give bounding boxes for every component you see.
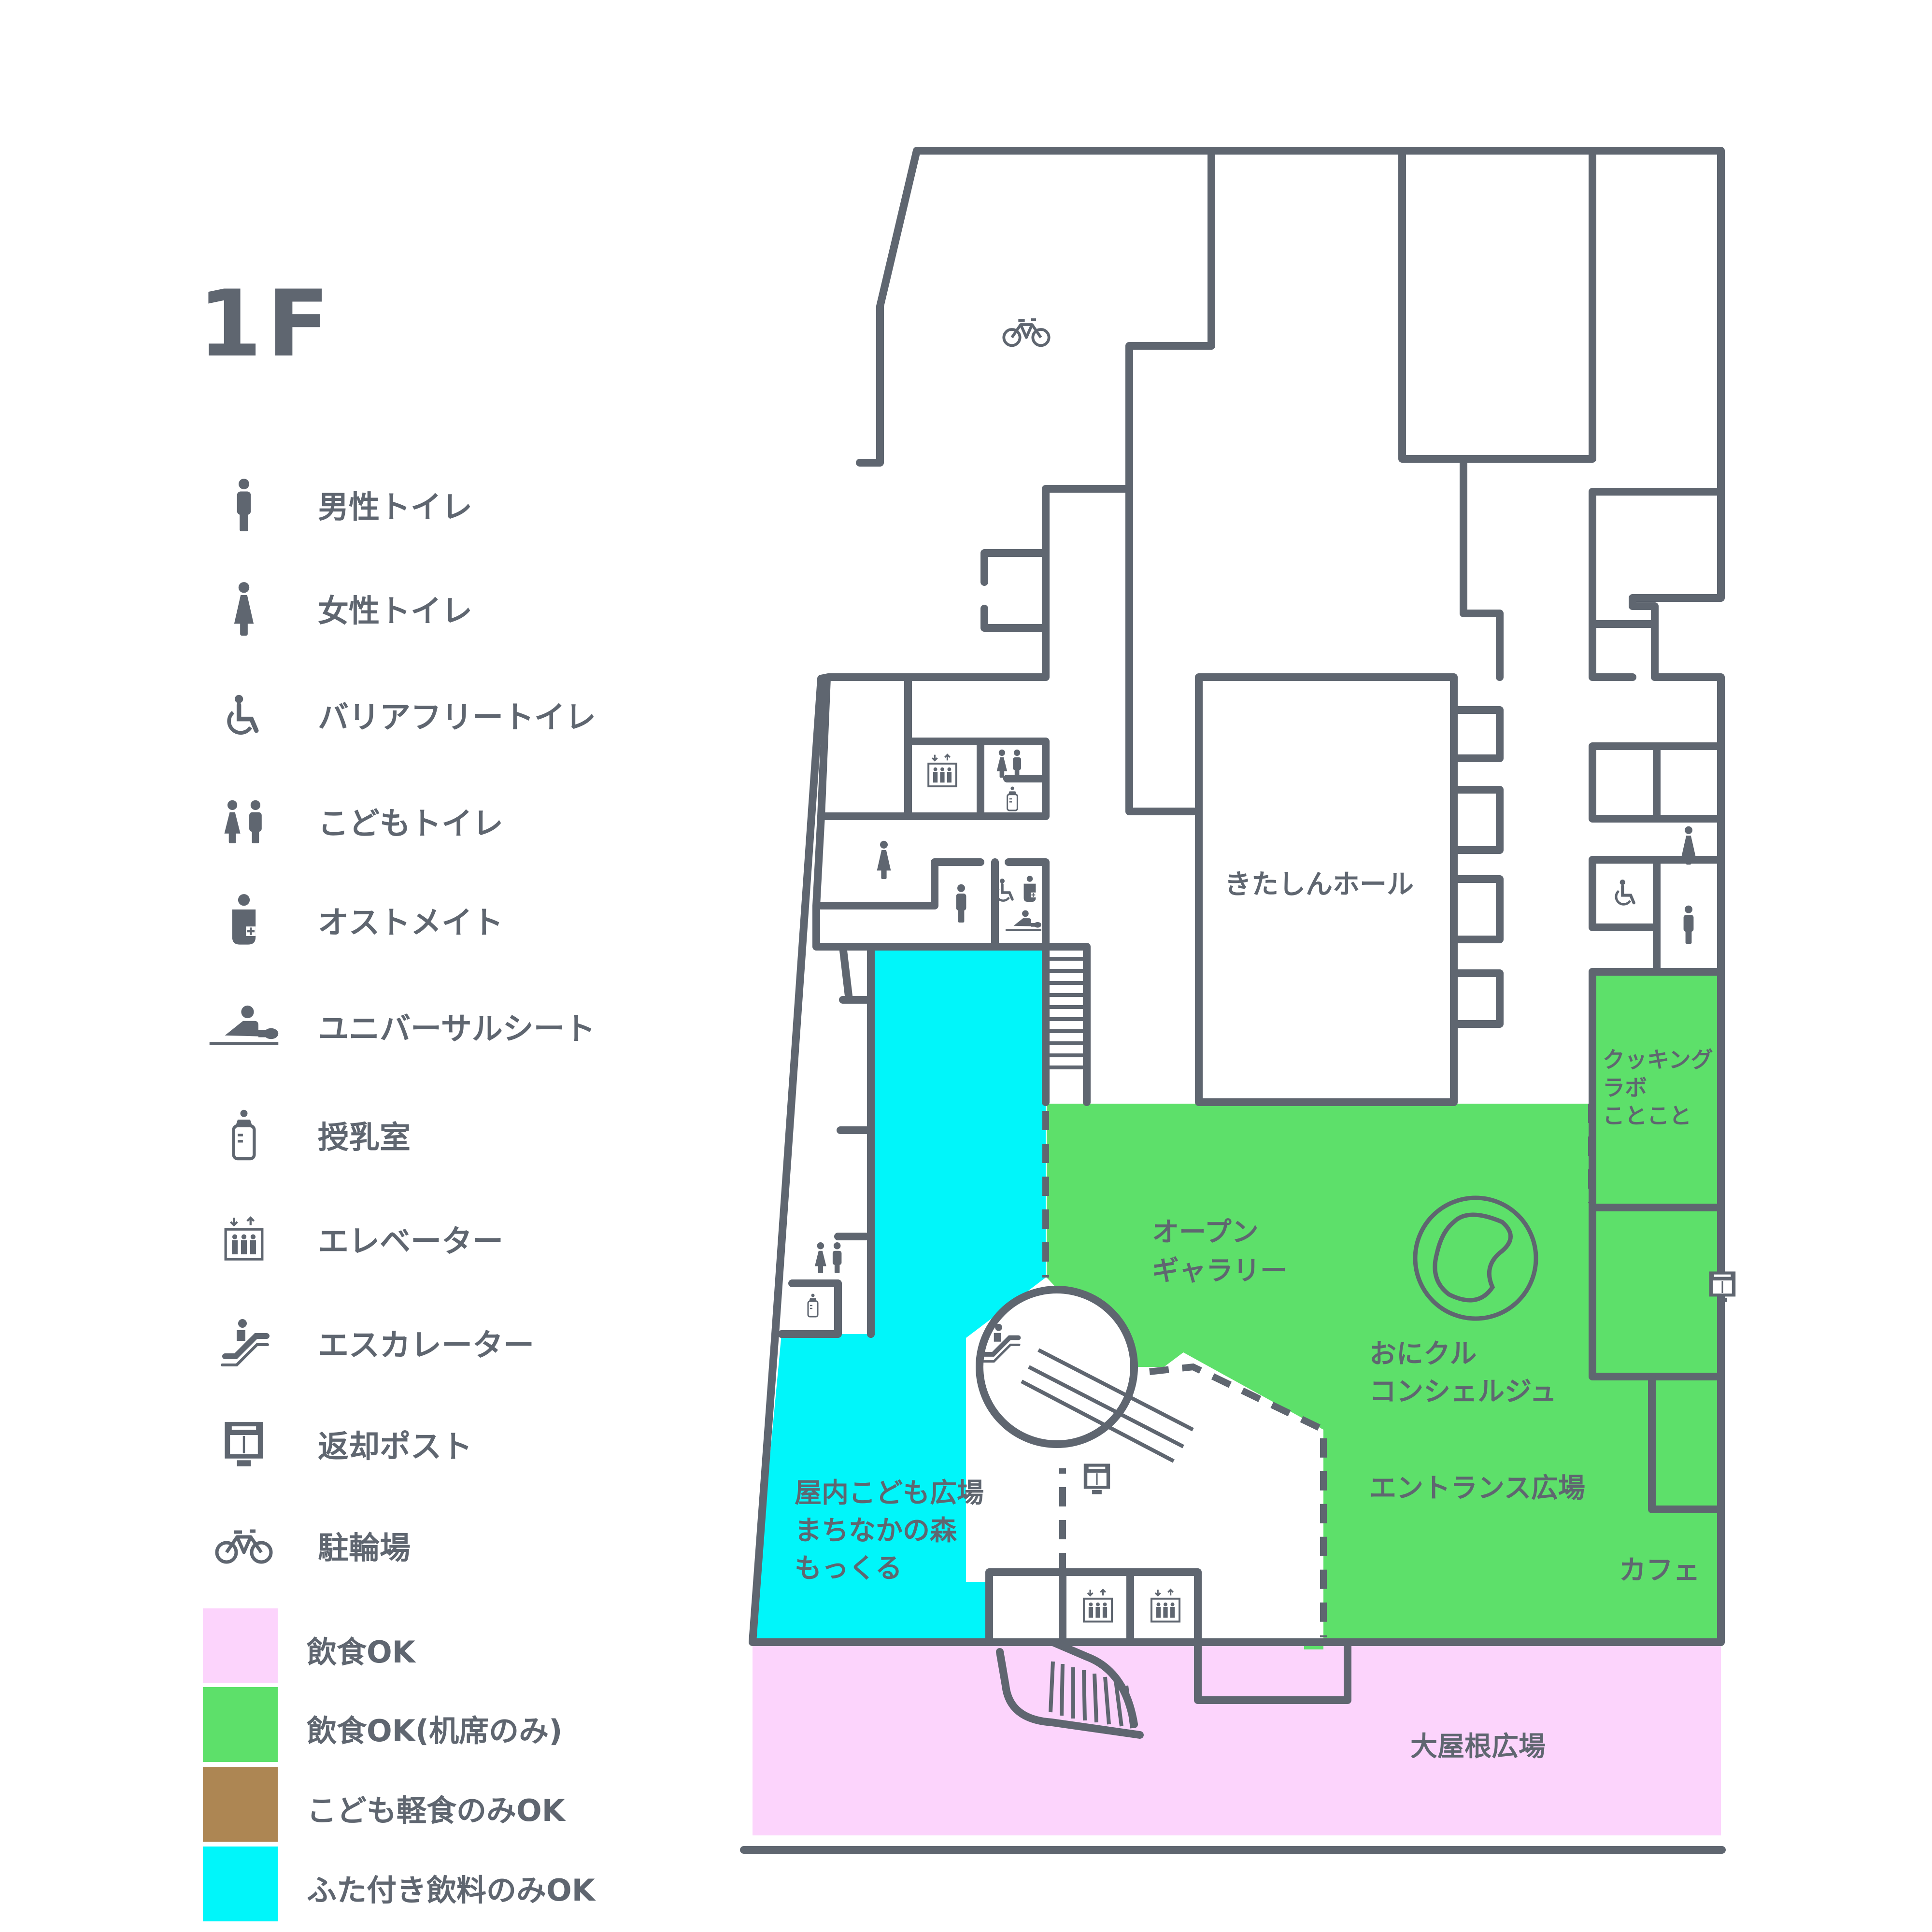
legend-return-post: 返却ポスト (203, 1415, 472, 1473)
label-entrance: エントランス広場 (1369, 1473, 1585, 1504)
legend-label: 男性トイレ (318, 490, 472, 526)
kids-toilet-icon (203, 792, 285, 850)
legend-label: バリアフリートイレ (318, 700, 596, 736)
label-cooking-3: ことこと (1603, 1103, 1691, 1129)
label-gallery-1: オープン (1152, 1217, 1259, 1248)
swatch-label: 飲食OK (307, 1634, 415, 1670)
stairs (1048, 957, 1134, 1729)
swatch (203, 1767, 278, 1842)
legend-escalator: エスカレーター (203, 1314, 534, 1372)
elevator-icon (203, 1210, 285, 1268)
label-gallery-2: ギャラリー (1152, 1255, 1287, 1287)
wheelchair-icon (203, 686, 285, 744)
legend-label: 返却ポスト (318, 1429, 472, 1465)
zone-pink (753, 1645, 1721, 1835)
legend-label: 女性トイレ (318, 594, 472, 629)
escalator-icon (203, 1314, 285, 1372)
floor-title: 1F (198, 270, 334, 377)
legend-female-toilet: 女性トイレ (203, 580, 472, 638)
legend-kids-toilet: こどもトイレ (203, 792, 503, 850)
universal-sheet-icon (203, 997, 285, 1055)
legend-label: ユニバーサルシート (318, 1011, 596, 1047)
swatch-label: こども軽食のみOK (307, 1793, 565, 1828)
legend-label: こどもトイレ (318, 806, 503, 842)
label-concierge-1: おにクル (1369, 1338, 1477, 1370)
escalator-well (976, 1286, 1194, 1463)
zone-green (1047, 972, 1719, 1649)
swatch (203, 1847, 278, 1921)
concierge-desk (1413, 1195, 1538, 1321)
legend-universal-sheet: ユニバーサルシート (203, 997, 596, 1055)
legend-ostomate: オストメイト (203, 891, 503, 949)
label-kids-plaza-1: 屋内こども広場 (795, 1477, 984, 1509)
legend-label: 授乳室 (318, 1120, 411, 1156)
label-concierge-2: コンシェルジュ (1369, 1376, 1557, 1407)
label-roof-plaza: 大屋根広場 (1410, 1731, 1546, 1762)
legend-label: エスカレーター (318, 1328, 534, 1364)
label-cooking-1: クッキング (1603, 1047, 1713, 1073)
room-labels: きたしんホール オープン ギャラリー おにクル コンシェルジュ エントランス広場… (795, 869, 1713, 1762)
legend-label: エレベーター (318, 1224, 503, 1260)
legend-barrier-free-toilet: バリアフリートイレ (203, 686, 596, 744)
nursing-room-icon (203, 1106, 285, 1164)
legend-nursing-room: 授乳室 (203, 1106, 411, 1164)
dashed-boundaries (1042, 1104, 1595, 1637)
bicycle-icon (203, 1517, 285, 1575)
label-cooking-2: ラボ (1603, 1075, 1647, 1101)
swatch (203, 1608, 278, 1683)
legend-elevator: エレベーター (203, 1210, 503, 1268)
legend-label: オストメイト (318, 905, 503, 941)
legend-label: 駐輪場 (318, 1531, 411, 1566)
label-kids-plaza-3: もっくる (795, 1553, 902, 1584)
female-toilet-icon (203, 580, 285, 638)
swatch (203, 1687, 278, 1762)
male-toilet-icon (203, 476, 285, 534)
legend-bicycle-parking: 駐輪場 (203, 1517, 411, 1575)
label-cafe: カフェ (1619, 1555, 1700, 1586)
label-hall: きたしんホール (1224, 869, 1414, 900)
swatch-label: ふた付き飲料のみOK (307, 1873, 595, 1908)
swatch-label: 飲食OK(机席のみ) (307, 1713, 563, 1748)
ostomate-icon (203, 891, 285, 949)
zone-cyan (753, 951, 1046, 1642)
label-kids-plaza-2: まちなかの森 (795, 1515, 957, 1547)
return-post-icon (203, 1415, 285, 1473)
legend-male-toilet: 男性トイレ (203, 476, 472, 534)
